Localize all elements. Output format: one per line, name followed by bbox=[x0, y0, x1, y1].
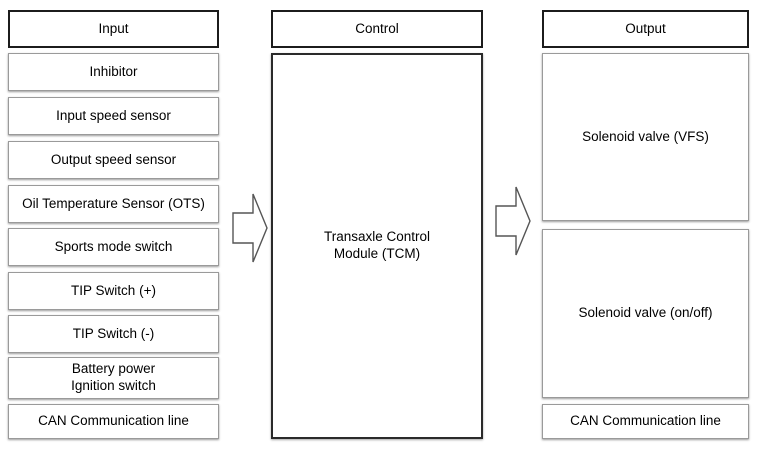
output-item-label: Solenoid valve (VFS) bbox=[582, 128, 709, 144]
input-item-label: Battery power Ignition switch bbox=[71, 361, 156, 393]
input-item-tip-switch-minus: TIP Switch (-) bbox=[8, 315, 219, 353]
input-item-label: Input speed sensor bbox=[56, 107, 171, 123]
column-header-input: Input bbox=[8, 10, 219, 48]
column-header-output-label: Output bbox=[625, 20, 666, 36]
input-item-label: TIP Switch (+) bbox=[71, 282, 156, 298]
input-item-can-communication-line: CAN Communication line bbox=[8, 404, 219, 439]
input-item-output-speed-sensor: Output speed sensor bbox=[8, 141, 219, 179]
input-item-label: Oil Temperature Sensor (OTS) bbox=[22, 195, 205, 211]
input-item-label: CAN Communication line bbox=[38, 413, 189, 429]
input-item-label: Output speed sensor bbox=[50, 151, 177, 167]
input-item-label: Inhibitor bbox=[89, 63, 138, 79]
input-item-sports-mode-switch: Sports mode switch bbox=[8, 228, 219, 266]
output-item-solenoid-valve-vfs: Solenoid valve (VFS) bbox=[542, 53, 749, 221]
output-item-label: CAN Communication line bbox=[570, 413, 721, 429]
column-header-control-label: Control bbox=[355, 20, 399, 36]
column-header-input-label: Input bbox=[98, 20, 129, 36]
input-item-inhibitor: Inhibitor bbox=[8, 53, 219, 91]
input-item-oil-temperature-sensor: Oil Temperature Sensor (OTS) bbox=[8, 185, 219, 223]
input-item-battery-power-ignition-switch: Battery power Ignition switch bbox=[8, 357, 219, 399]
control-item-transaxle-control-module: Transaxle Control Module (TCM) bbox=[271, 53, 483, 439]
control-to-output-arrow bbox=[495, 186, 531, 256]
input-to-control-arrow bbox=[232, 193, 268, 263]
output-item-label: Solenoid valve (on/off) bbox=[578, 305, 713, 321]
input-item-input-speed-sensor: Input speed sensor bbox=[8, 97, 219, 135]
input-item-label: Sports mode switch bbox=[54, 238, 173, 254]
input-item-tip-switch-plus: TIP Switch (+) bbox=[8, 272, 219, 310]
output-item-can-communication-line: CAN Communication line bbox=[542, 404, 749, 439]
column-header-output: Output bbox=[542, 10, 749, 48]
output-item-solenoid-valve-on-off: Solenoid valve (on/off) bbox=[542, 229, 749, 398]
control-item-label: Transaxle Control Module (TCM) bbox=[323, 229, 431, 261]
column-header-control: Control bbox=[271, 10, 483, 48]
input-item-label: TIP Switch (-) bbox=[72, 325, 155, 341]
